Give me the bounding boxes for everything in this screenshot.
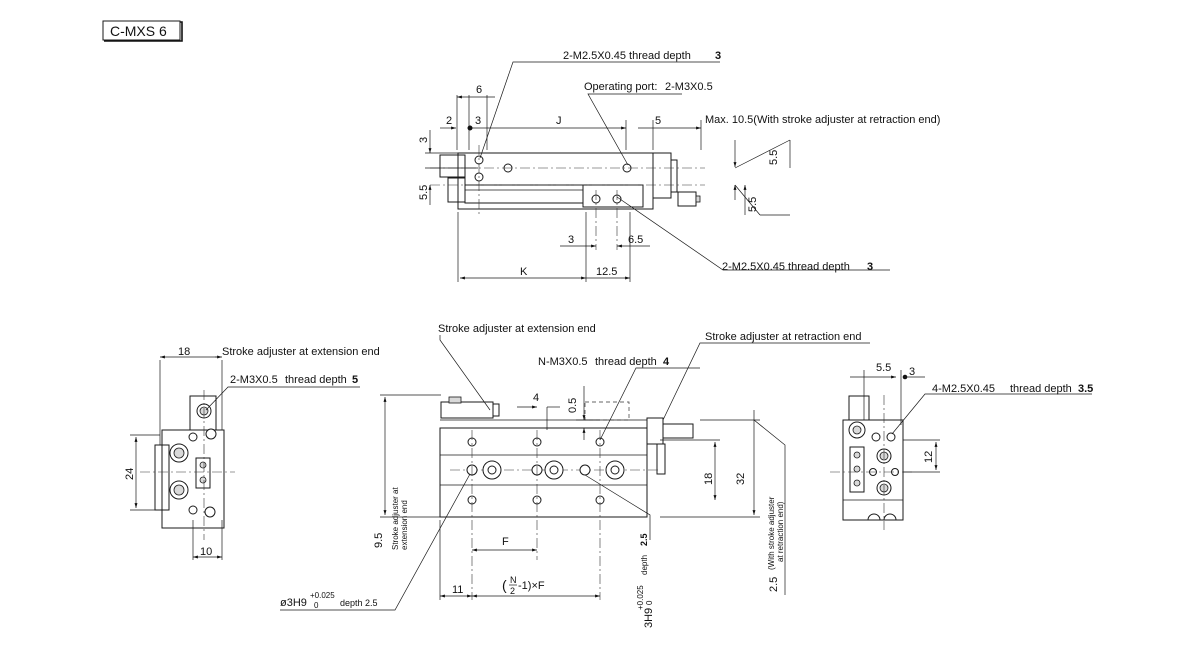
right-thread-suffix: thread depth — [1010, 383, 1072, 395]
front-dim-11: 11 — [452, 584, 463, 596]
bottom-thread-depth: 3 — [867, 261, 873, 273]
formula-open-paren: ( — [502, 577, 507, 593]
dim-K: K — [520, 266, 528, 278]
operating-port-value: 2-M3X0.5 — [665, 81, 713, 93]
top-thread-depth: 3 — [715, 50, 721, 62]
hole-bottom-depth: 2.5 — [639, 533, 649, 546]
formula-2: 2 — [510, 586, 515, 596]
bottom-thread-label: 2-M2.5X0.45 thread depth — [722, 261, 850, 273]
dim-6: 6 — [476, 84, 482, 96]
left-view: 18 Stroke adjuster at extension end 2-M3… — [124, 346, 380, 560]
dim-5-5-right-top: 5.5 — [768, 150, 780, 165]
hole-bottom-tol-down: 0 — [645, 600, 654, 605]
left-thread-depth: 5 — [352, 374, 358, 386]
front-dim-32: 32 — [735, 473, 747, 485]
left-thread-suffix: thread depth — [285, 374, 347, 386]
right-dim-3: 3 — [909, 366, 915, 378]
front-dim-F: F — [502, 536, 509, 548]
hole-bottom-tol-up: +0.025 — [636, 585, 645, 610]
hole-bottom-depth-label: depth — [640, 555, 649, 575]
side-ext-line-1: Stroke adjuster at — [391, 487, 400, 550]
dim-3-top: 3 — [475, 115, 481, 127]
left-dim-18: 18 — [178, 346, 190, 358]
dim-5-5-left: 5.5 — [418, 185, 430, 200]
front-dim-18: 18 — [703, 473, 715, 485]
hole-left-label: ø3H9 — [280, 597, 307, 609]
n-thread-suffix: thread depth — [595, 356, 657, 368]
dim-3-left: 3 — [418, 137, 430, 143]
dim-3-bottom: 3 — [568, 234, 574, 246]
dim-J: J — [556, 115, 562, 127]
right-thread-label: 4-M2.5X0.45 — [932, 383, 995, 395]
top-thread-label: 2-M2.5X0.45 thread depth — [563, 50, 691, 62]
left-thread-label: 2-M3X0.5 — [230, 374, 278, 386]
title-box: C-MXS 6 — [102, 20, 183, 42]
formula-tail: -1)×F — [518, 580, 545, 592]
hole-left-depth: depth 2.5 — [340, 598, 378, 608]
left-dim-10: 10 — [200, 546, 212, 558]
side-ret-line-2: at retraction end) — [776, 501, 785, 562]
dim-5-5-right-bottom: 5.5 — [747, 197, 759, 212]
right-view: 5.5 3 4-M2.5X0.45 thread depth 3.5 12 — [830, 362, 1093, 530]
front-dim-9-5: 9.5 — [373, 533, 385, 548]
top-view: 2-M2.5X0.45 thread depth 3 Operating por… — [418, 50, 940, 282]
dim-2: 2 — [446, 115, 452, 127]
left-stroke-ext-label: Stroke adjuster at extension end — [222, 346, 380, 358]
dim-6-5: 6.5 — [628, 234, 643, 246]
dim-5: 5 — [655, 115, 661, 127]
front-dim-2-5: 2.5 — [768, 577, 780, 592]
hole-left-tol-down: 0 — [314, 601, 319, 610]
max-stroke-note: Max. 10.5(With stroke adjuster at retrac… — [705, 114, 940, 126]
n-thread-depth: 4 — [663, 356, 670, 368]
side-ret-line-1: (With stroke adjuster — [767, 496, 776, 570]
formula-N: N — [510, 575, 517, 585]
right-dim-5-5: 5.5 — [876, 362, 891, 374]
n-thread-label: N-M3X0.5 — [538, 356, 588, 368]
front-dim-0-5: 0.5 — [567, 398, 579, 413]
front-view: Stroke adjuster at extension end Stroke … — [280, 323, 870, 628]
front-stroke-ret-label: Stroke adjuster at retraction end — [705, 331, 862, 343]
front-dim-4: 4 — [533, 392, 539, 404]
title-text: C-MXS 6 — [110, 23, 167, 39]
dim-12-5: 12.5 — [596, 266, 617, 278]
right-dim-12: 12 — [923, 451, 935, 463]
operating-port-label: Operating port: — [584, 81, 657, 93]
left-dim-24: 24 — [124, 468, 136, 480]
hole-bottom-label: 3H9 — [643, 608, 655, 628]
right-thread-depth: 3.5 — [1078, 383, 1093, 395]
hole-left-tol-up: +0.025 — [310, 591, 335, 600]
side-ext-line-2: extension end — [400, 500, 409, 550]
front-stroke-ext-label: Stroke adjuster at extension end — [438, 323, 596, 335]
